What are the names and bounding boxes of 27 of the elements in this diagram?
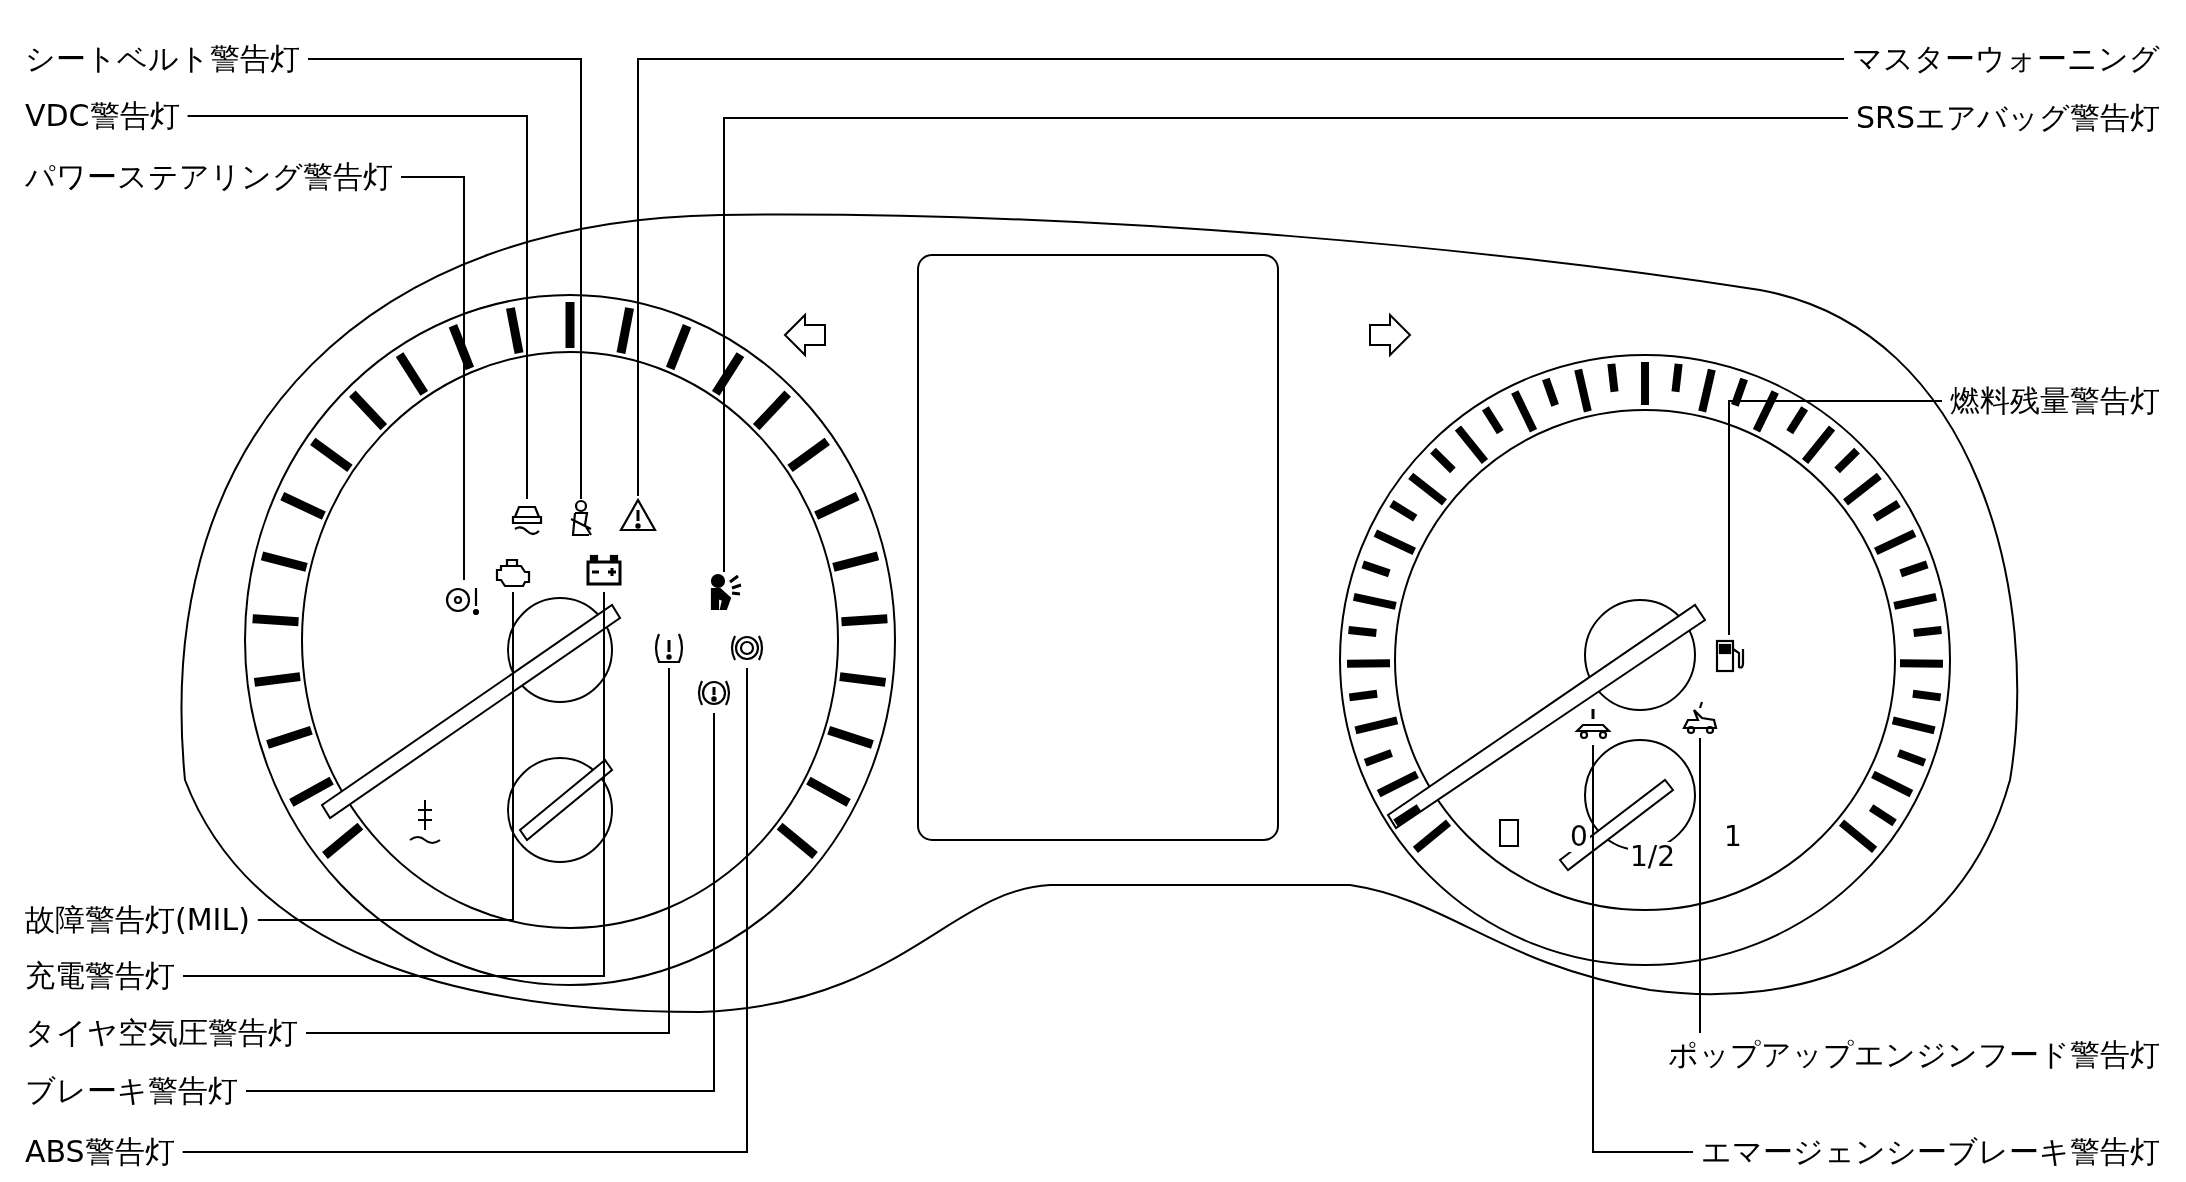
leader-line <box>1728 400 1943 636</box>
leader-line <box>1699 737 1701 1034</box>
leader-line <box>723 117 1850 573</box>
leader-line <box>305 667 670 1034</box>
leader-line <box>400 176 465 581</box>
callout-label: VDC警告灯 <box>25 98 180 134</box>
callout-label: ポップアップエンジンフード警告灯 <box>1668 1037 2160 1073</box>
callout-label: 故障警告灯(MIL) <box>25 902 250 938</box>
leader-line <box>307 58 582 500</box>
callout-label: SRSエアバッグ警告灯 <box>1856 100 2160 136</box>
leader-line <box>637 58 1845 497</box>
callout-label: パワーステアリング警告灯 <box>25 159 393 195</box>
callout-label: 充電警告灯 <box>25 958 175 994</box>
leader-line <box>1592 744 1694 1153</box>
callout-label: ブレーキ警告灯 <box>25 1073 238 1109</box>
leader-line <box>181 667 748 1153</box>
callout-label: ABS警告灯 <box>25 1134 175 1170</box>
leader-line <box>186 115 528 500</box>
leader-line <box>256 591 514 921</box>
callout-label: シートベルト警告灯 <box>25 41 300 77</box>
callout-label: マスターウォーニング <box>1852 41 2160 77</box>
callout-label: エマージェンシーブレーキ警告灯 <box>1701 1134 2160 1170</box>
leader-line <box>182 591 605 977</box>
gauge-label: 0 <box>1568 822 1590 852</box>
callout-label: 燃料残量警告灯 <box>1950 383 2160 419</box>
leader-line <box>245 712 715 1092</box>
callout-label: タイヤ空気圧警告灯 <box>25 1015 298 1051</box>
